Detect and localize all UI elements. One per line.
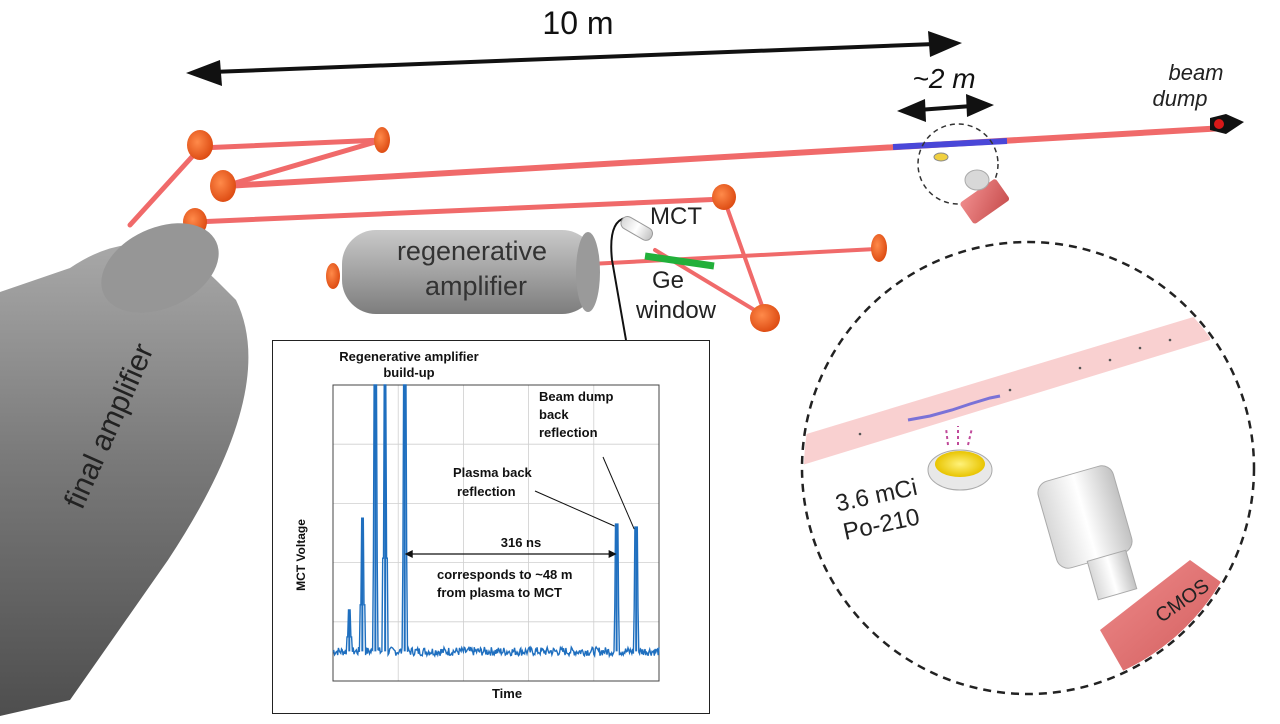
regen-amp-label-line2: amplifier [425, 271, 527, 301]
mirror-icon [183, 127, 887, 332]
chart-plot-frame [332, 384, 660, 682]
chart-xlabel: Time [492, 686, 522, 701]
ge-window-plate [644, 252, 715, 270]
annotation-distance-line2: from plasma to MCT [437, 585, 562, 600]
ge-window-label-line1: Ge [652, 267, 684, 294]
chart-spikes [348, 385, 638, 652]
scale-label-10m: 10 m [542, 5, 613, 41]
regen-amp-label-line1: regenerative [397, 236, 547, 266]
ge-window-label-line2: window [635, 297, 717, 324]
mct-cable [610, 217, 627, 341]
beam-dump-label-line1: beam [1168, 60, 1223, 85]
scale-arrow-2m [897, 94, 994, 122]
beam-dump-label-line2: dump [1152, 86, 1207, 111]
annotation-beam-dump-line1: Beam dump [539, 389, 613, 404]
annotation-beam-dump-line3: reflection [539, 425, 598, 440]
plasma-leader-line [534, 490, 615, 527]
annotation-distance-line1: corresponds to ~48 m [437, 567, 572, 582]
regenerative-amplifier [342, 230, 600, 314]
annotation-regen-buildup-line2: build-up [383, 365, 434, 380]
beam-dump-icon [1210, 114, 1244, 134]
chart-ylabel: MCT Voltage [294, 519, 308, 591]
interaction-region [892, 138, 1008, 150]
series-mct-voltage-line [332, 384, 660, 659]
mct-chart-inset: Regenerative amplifier build-up Beam dum… [272, 340, 710, 714]
mct-detector-icon [620, 215, 654, 241]
mct-label: MCT [650, 203, 702, 230]
dump-leader-line [602, 456, 635, 530]
annotation-plasma-line2: reflection [457, 484, 516, 499]
scale-arrow-10m [186, 31, 962, 86]
annotation-regen-buildup-line1: Regenerative amplifier [339, 349, 478, 364]
annotation-plasma-line1: Plasma back [453, 465, 533, 480]
final-amplifier [0, 223, 249, 716]
mct-voltage-chart: Regenerative amplifier build-up Beam dum… [294, 349, 660, 701]
measurement-arrow [404, 550, 617, 558]
annotation-beam-dump-line2: back [539, 407, 569, 422]
interaction-zone-small [917, 123, 1010, 224]
scale-label-2m: ~2 m [912, 63, 975, 94]
annotation-delay: 316 ns [501, 535, 541, 550]
